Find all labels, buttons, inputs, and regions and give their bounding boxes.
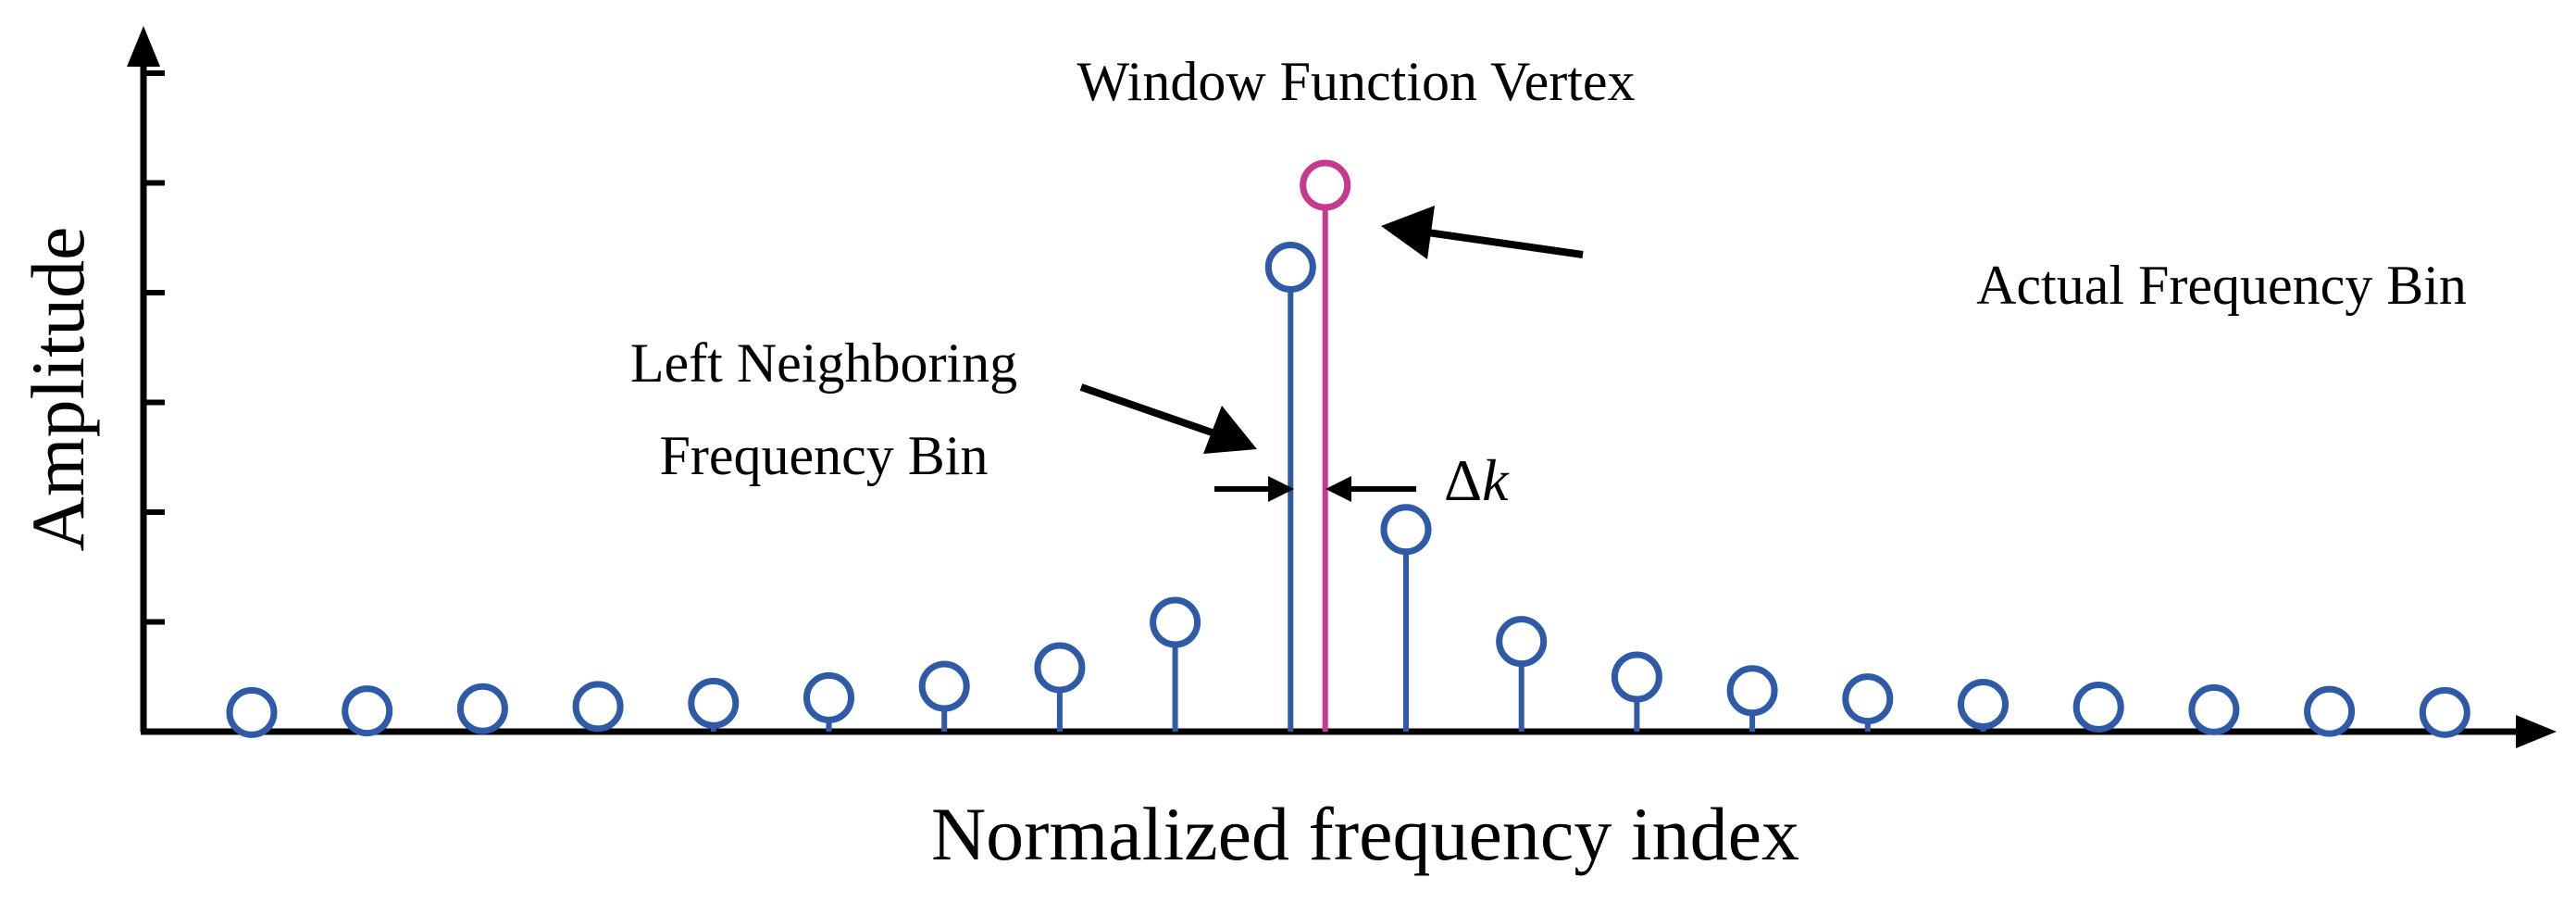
axes [127, 26, 2557, 748]
stem-12 [1611, 651, 1662, 732]
stem-marker [918, 660, 970, 712]
stem-marker [226, 686, 278, 738]
stem-2 [456, 683, 508, 734]
stem-marker [2419, 686, 2470, 738]
stem-5 [803, 671, 854, 732]
stem-marker [456, 683, 508, 734]
stem-marker [803, 671, 854, 723]
stem-10 [1380, 504, 1432, 732]
stem-6 [918, 660, 970, 732]
stem-17 [2188, 683, 2240, 735]
stem-14 [1842, 673, 1894, 732]
stem-18 [2304, 685, 2356, 737]
actual-bin-arrow-head-icon [1381, 206, 1435, 259]
stem-marker [1496, 616, 1548, 668]
left-neighbor-label-line1: Left Neighboring [630, 332, 1017, 394]
stem-marker [2072, 681, 2124, 733]
left-neighbor-arrow-head-icon [1203, 406, 1257, 454]
x-axis-arrow-icon [2516, 715, 2557, 748]
stem-13 [1726, 665, 1778, 732]
stem-marker [1958, 679, 2009, 730]
stem-marker [1726, 665, 1778, 717]
stem-marker [1842, 673, 1894, 725]
left-neighbor-arrow [1079, 383, 1222, 439]
delta-k-right-arrow-icon [1268, 476, 1294, 502]
stem-marker [1034, 642, 1086, 694]
y-axis-label: Amplitude [16, 227, 100, 552]
stem-marker [1150, 596, 1201, 648]
stem-1 [342, 685, 393, 737]
stem-8 [1150, 596, 1201, 732]
stem-4 [688, 677, 740, 732]
stem-19 [2419, 686, 2470, 738]
stem-marker [688, 677, 740, 729]
stem-16 [2072, 681, 2124, 733]
actual-bin-arrow [1420, 228, 1584, 258]
stem-marker [1611, 651, 1662, 703]
delta-k-marker: Δk [1214, 447, 1510, 513]
actual-bin-marker [1300, 159, 1351, 211]
stem-7 [1034, 642, 1086, 732]
stem-series [226, 242, 2470, 738]
delta-k-label: Δk [1444, 447, 1510, 513]
left-neighbor-label-line2: Frequency Bin [660, 425, 989, 486]
stem-marker [2188, 683, 2240, 735]
delta-k-left-arrow-icon [1325, 476, 1351, 502]
stem-15 [1958, 679, 2009, 732]
y-axis-arrow-icon [127, 26, 160, 67]
stem-9 [1264, 242, 1316, 732]
stem-marker [1264, 242, 1316, 293]
stem-marker [572, 681, 624, 733]
stem-11 [1496, 616, 1548, 732]
window-vertex-label: Window Function Vertex [1076, 51, 1635, 112]
actual-bin-label: Actual Frequency Bin [1976, 255, 2467, 316]
y-ticks [143, 70, 165, 625]
stem-3 [572, 681, 624, 733]
stem-marker [2304, 685, 2356, 737]
actual-bin-stem [1300, 159, 1351, 732]
stem-marker [1380, 504, 1432, 556]
stem-marker [342, 685, 393, 737]
x-axis-label: Normalized frequency index [931, 792, 1799, 876]
stem-0 [226, 686, 278, 738]
